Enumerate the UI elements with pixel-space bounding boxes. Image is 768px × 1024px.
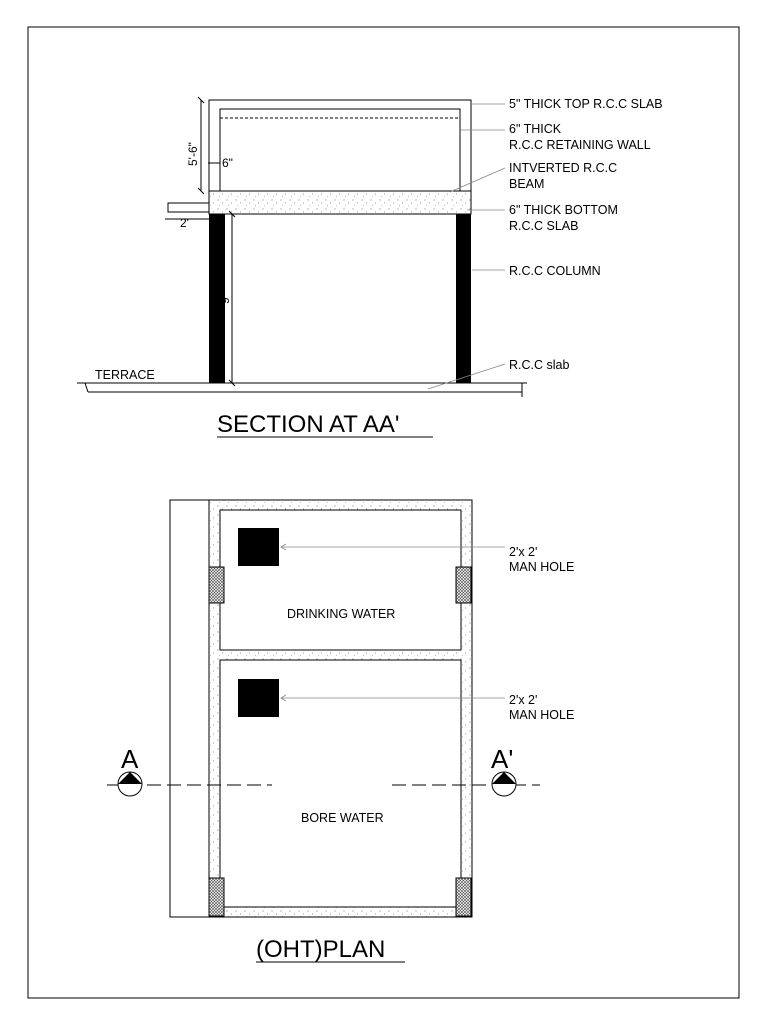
sheet-border	[27, 26, 740, 999]
label-slab: R.C.C slab	[509, 358, 569, 372]
label-manhole-1-size: 2'x 2'	[509, 545, 537, 559]
section-drawing	[77, 96, 527, 397]
label-wall-line1: 6" THICK	[509, 122, 562, 136]
label-bore-water: BORE WATER	[301, 811, 384, 825]
label-terrace: TERRACE	[95, 368, 155, 382]
plan-leaders	[280, 543, 505, 702]
label-wall-line2: R.C.C RETAINING WALL	[509, 138, 651, 152]
dim-overhang: 2'	[180, 216, 189, 230]
plan-column-4	[455, 877, 472, 917]
label-manhole-2-name: MAN HOLE	[509, 708, 574, 722]
section-mark-a: A	[121, 744, 139, 774]
section-mark-a-prime: A'	[491, 744, 513, 774]
dim-column-height: 9'	[218, 295, 232, 304]
column-right	[456, 214, 471, 383]
plan-column-1	[208, 566, 225, 604]
inverted-beam	[208, 190, 472, 215]
plan-title: (OHT)PLAN	[256, 936, 385, 963]
plan-drawing	[107, 499, 540, 918]
slab-projection	[167, 202, 210, 213]
section-leaders	[427, 103, 506, 390]
section-marker-right	[491, 771, 517, 797]
label-manhole-2-size: 2'x 2'	[509, 693, 537, 707]
column-left	[209, 214, 225, 383]
manhole-bore	[238, 679, 279, 717]
label-bottom-line2: R.C.C SLAB	[509, 219, 578, 233]
label-beam-line1: INTVERTED R.C.C	[509, 161, 617, 175]
label-top-slab: 5" THICK TOP R.C.C SLAB	[509, 97, 663, 111]
label-beam-line2: BEAM	[509, 177, 544, 191]
label-manhole-1-name: MAN HOLE	[509, 560, 574, 574]
label-drinking-water: DRINKING WATER	[287, 607, 395, 621]
label-bottom-line1: 6" THICK BOTTOM	[509, 203, 618, 217]
dim-projection: 6"	[222, 156, 233, 170]
label-column: R.C.C COLUMN	[509, 264, 601, 278]
plan-column-2	[455, 566, 472, 604]
tank-outer	[208, 99, 472, 192]
dim-tank-height: 5'-6"	[186, 142, 200, 166]
plan-column-3	[208, 877, 225, 917]
manhole-drinking	[238, 528, 279, 566]
section-marker-left	[117, 771, 143, 797]
section-title: SECTION AT AA'	[217, 411, 399, 438]
tank-inner	[219, 108, 461, 192]
